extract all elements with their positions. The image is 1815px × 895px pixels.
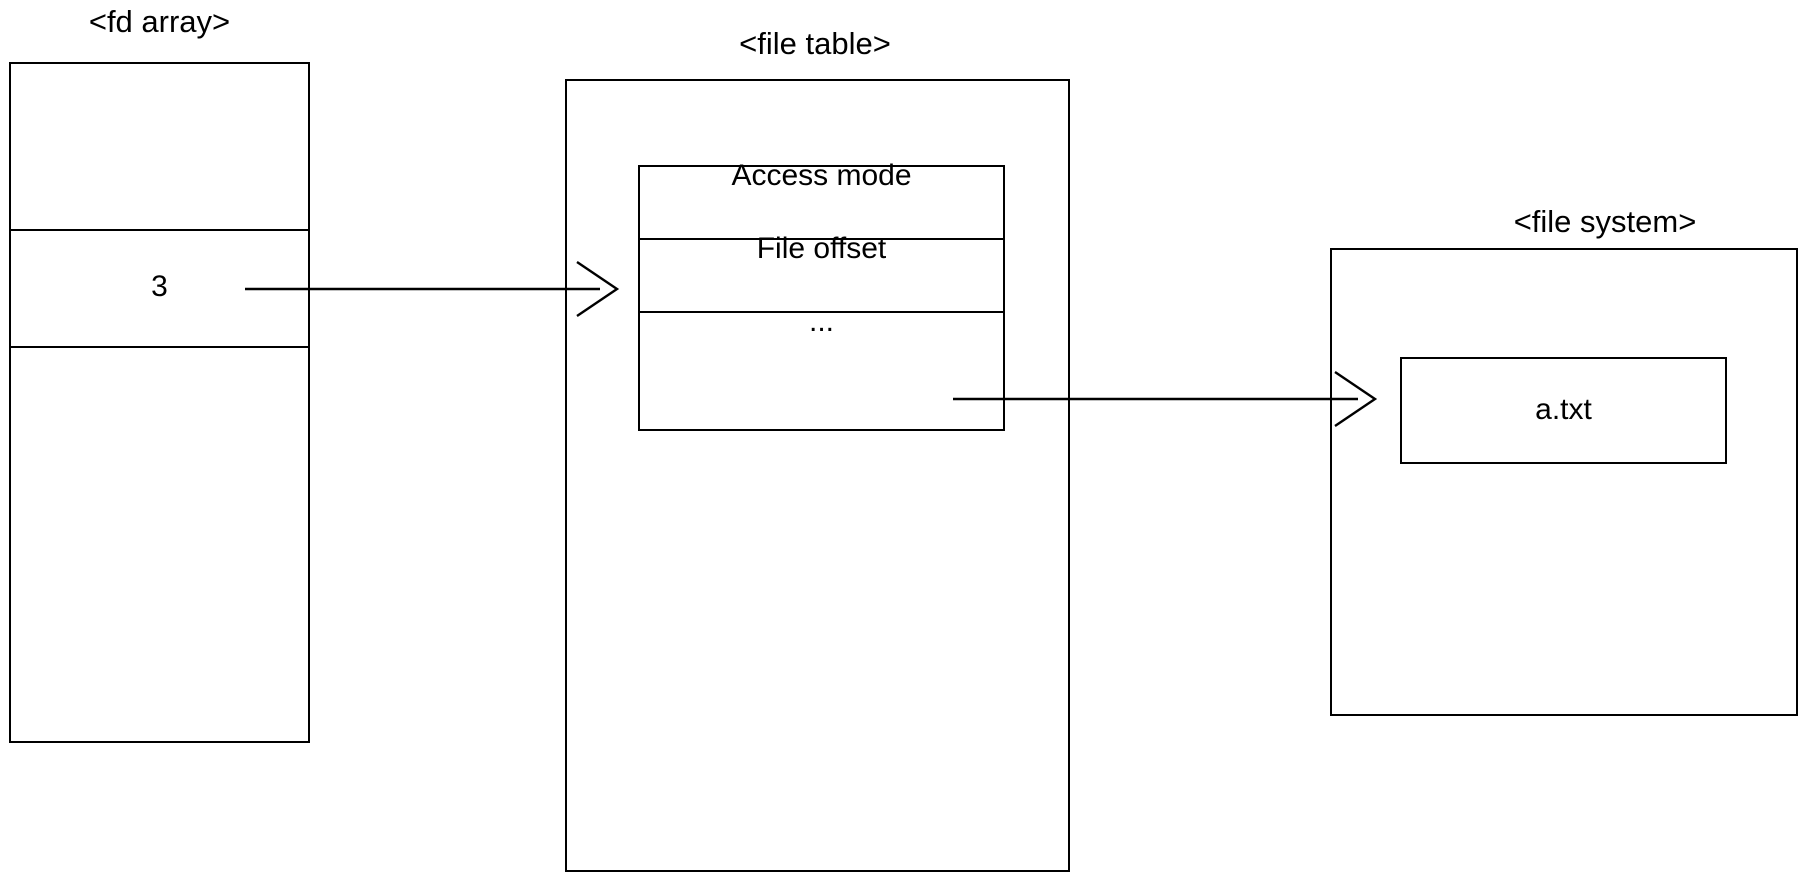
file-table-box: [565, 79, 1070, 872]
file-system-label: <file system>: [1513, 204, 1697, 239]
fd-array-box: [9, 62, 310, 743]
fd-array-slot-value: 3: [151, 270, 168, 303]
arrow-fd-to-file-table-icon: [245, 261, 620, 317]
file-entry-row-access-mode: Access mode: [731, 159, 912, 192]
file-entry-divider-2: [638, 311, 1005, 313]
fd-array-label: <fd array>: [88, 4, 231, 39]
arrow-file-table-to-file-system-icon: [953, 371, 1378, 427]
file-node-name: a.txt: [1535, 393, 1592, 426]
file-table-label: <file table>: [739, 26, 891, 61]
file-entry-divider-1: [638, 238, 1005, 240]
file-entry-row-file-offset: File offset: [756, 232, 887, 265]
fd-array-divider-top: [9, 229, 310, 231]
file-node-box: [1400, 357, 1727, 464]
file-table-entry-box: [638, 165, 1005, 431]
file-entry-row-ellipsis: ...: [808, 305, 834, 338]
fd-array-divider-bottom: [9, 346, 310, 348]
file-system-box: [1330, 248, 1798, 716]
